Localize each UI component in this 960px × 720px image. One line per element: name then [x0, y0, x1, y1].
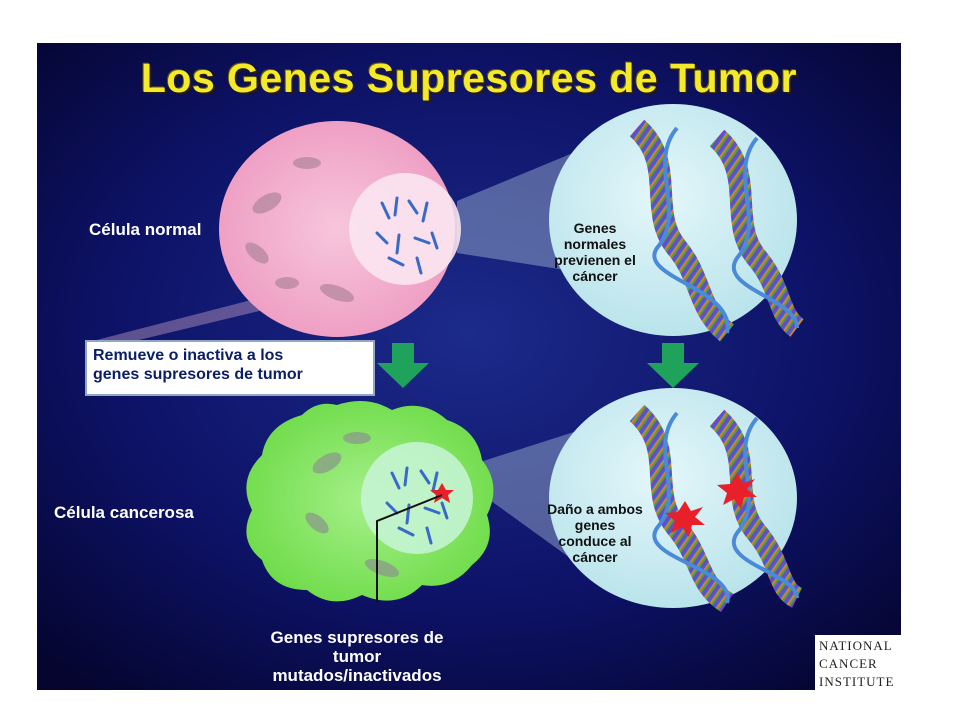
zoom-beam-bottom — [477, 431, 577, 563]
caption-line: conduce al — [558, 533, 632, 549]
cancer-cell-label: Célula cancerosa — [54, 503, 194, 522]
nci-logo: NATIONAL CANCER INSTITUTE — [815, 635, 901, 690]
caption-line: cáncer — [572, 268, 618, 284]
label-line: tumor — [332, 647, 382, 666]
mutated-genes-label: Genes supresores de tumor mutados/inacti… — [237, 628, 477, 685]
diagram-slide: Los Genes Supresores de Tumor Célula nor… — [37, 43, 901, 690]
logo-line: INSTITUTE — [819, 674, 895, 689]
cancer-nucleus — [361, 442, 473, 554]
caption-line: cáncer — [572, 549, 618, 565]
caption-line: Daño a ambos — [547, 501, 643, 517]
caption-line: normales — [563, 236, 627, 252]
callout-box — [85, 340, 375, 396]
caption-line: Genes — [573, 220, 617, 236]
down-arrow-right — [647, 343, 699, 388]
dna-zoom-bottom — [549, 388, 803, 613]
normal-cell — [219, 121, 461, 337]
caption-line: genes — [574, 517, 616, 533]
callout-text: Remueve o inactiva a los genes supresore… — [93, 346, 383, 384]
down-arrow-left — [377, 343, 429, 388]
dna-zoom-top — [549, 104, 805, 342]
label-line: mutados/inactivados — [272, 666, 442, 685]
normal-cell-label: Célula normal — [89, 220, 202, 239]
dna-top-caption: Genes normales previenen el cáncer — [540, 220, 650, 284]
callout-line: genes supresores de tumor — [93, 366, 303, 383]
logo-text: NATIONAL CANCER INSTITUTE — [819, 637, 894, 690]
label-line: Genes supresores de — [270, 628, 444, 647]
damage-star-1 — [665, 501, 705, 537]
page-title: Los Genes Supresores de Tumor — [140, 55, 798, 101]
logo-line: NATIONAL — [819, 638, 893, 653]
caption-line: previenen el — [554, 252, 636, 268]
logo-line: CANCER — [819, 656, 878, 671]
cancer-cell — [246, 401, 494, 603]
normal-nucleus — [349, 173, 461, 285]
callout-line: Remueve o inactiva a los — [93, 347, 284, 364]
mutation-pointer-line — [376, 494, 443, 603]
dna-bottom-caption: Daño a ambos genes conduce al cáncer — [540, 501, 650, 565]
damage-star-2 — [717, 473, 757, 509]
